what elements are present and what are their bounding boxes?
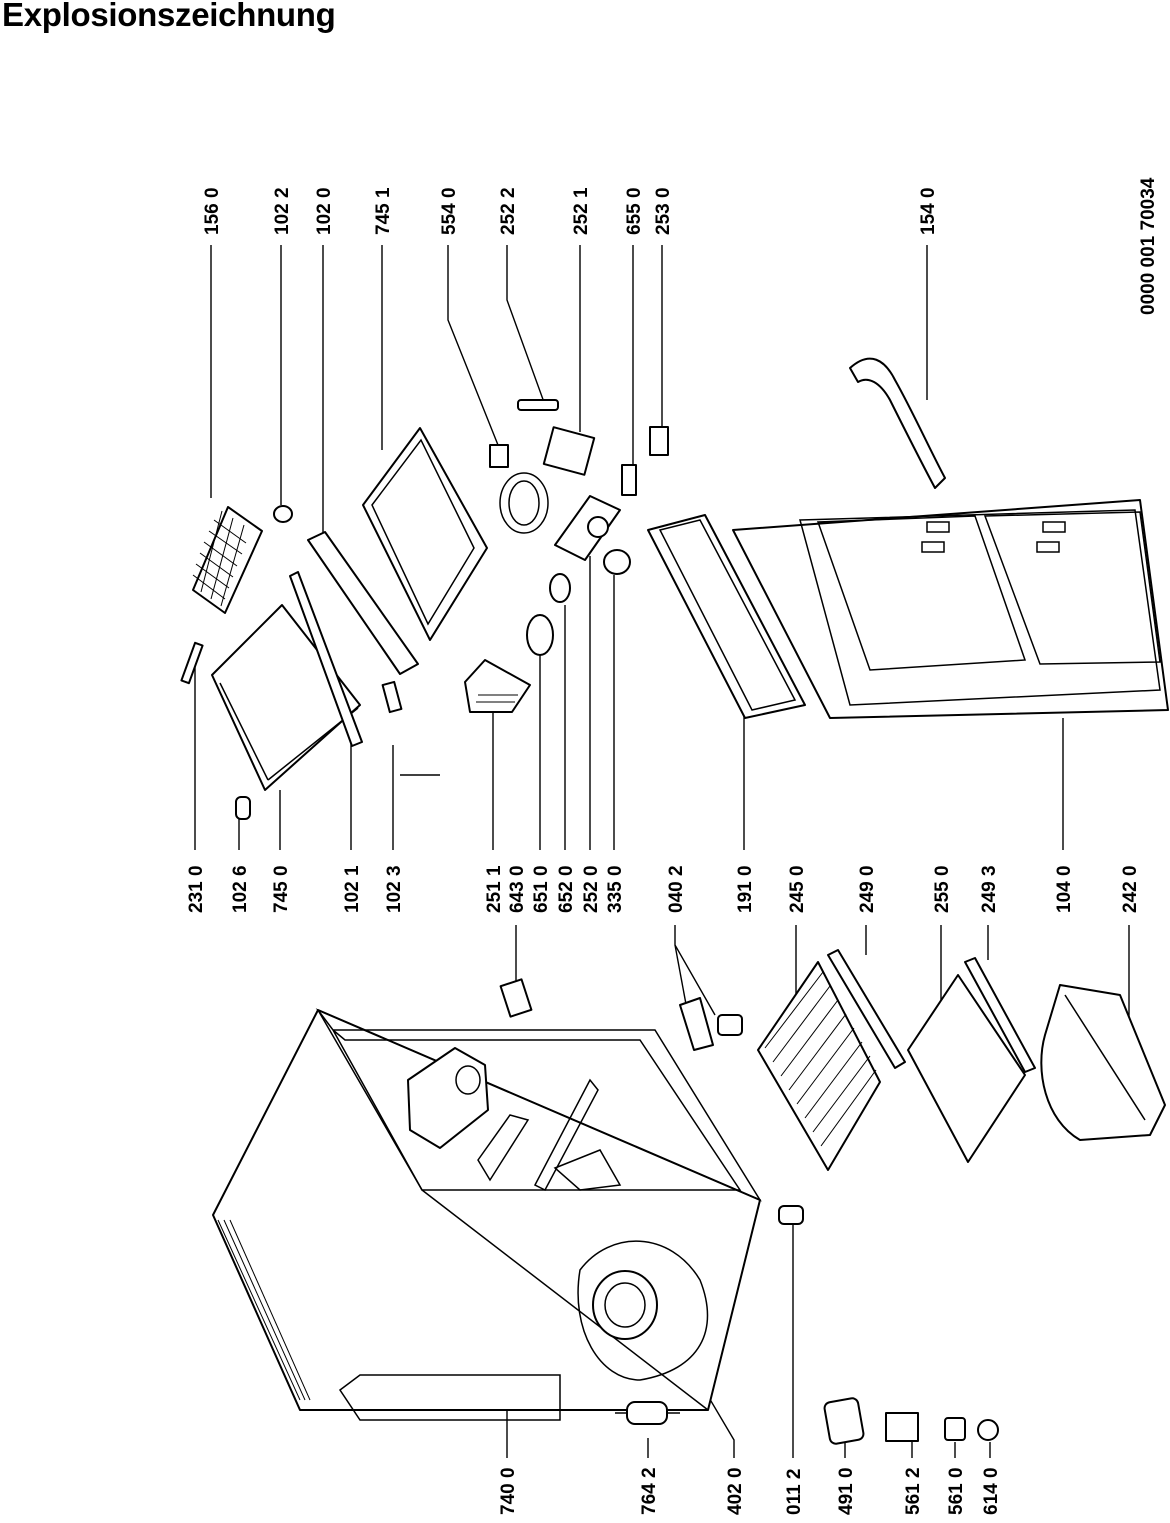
part-102-3-clip [381, 680, 403, 714]
part-252-1-holder [542, 426, 596, 476]
part-label-745-0[interactable]: 745 0 [271, 865, 292, 913]
part-label-191-0[interactable]: 191 0 [735, 865, 756, 913]
leader-lines [194, 245, 1130, 1458]
part-191-0-door-gasket [647, 514, 806, 719]
part-255-0-glass-shelf [907, 974, 1026, 1163]
part-label-745-1[interactable]: 745 1 [373, 187, 394, 235]
part-614-0-capacitor [977, 1419, 999, 1441]
part-label-102-6[interactable]: 102 6 [230, 865, 251, 913]
part-label-249-3[interactable]: 249 3 [979, 865, 1000, 913]
part-label-253-0[interactable]: 253 0 [653, 187, 674, 235]
part-label-156-0[interactable]: 156 0 [202, 187, 223, 235]
part-label-102-2[interactable]: 102 2 [272, 187, 293, 235]
middle-labels: 231 0 102 6 745 0 102 1 102 3 251 1 643 … [186, 865, 1141, 913]
part-label-251-1[interactable]: 251 1 [484, 865, 505, 913]
part-label-242-0[interactable]: 242 0 [1120, 865, 1141, 913]
part-label-252-2[interactable]: 252 2 [498, 187, 519, 235]
part-252-0-lamp-housing [554, 495, 621, 561]
part-740-0-cabinet [212, 1008, 762, 1421]
part-249-0-shelf-strip [827, 949, 906, 1069]
document-number: 0000 001 70034 [1138, 177, 1159, 315]
part-label-252-0[interactable]: 252 0 [581, 865, 602, 913]
part-label-255-0[interactable]: 255 0 [932, 865, 953, 913]
part-554-0-spring [489, 444, 549, 534]
part-249-3-shelf-strip [964, 957, 1036, 1073]
part-655-0-switch [621, 464, 637, 496]
part-label-104-0[interactable]: 104 0 [1054, 865, 1075, 913]
part-102-6-cap [235, 796, 251, 820]
part-253-0-cover [649, 426, 669, 456]
part-491-0-relay [823, 1397, 865, 1445]
part-154-0-door-handle [849, 357, 946, 489]
part-label-491-0[interactable]: 491 0 [836, 1467, 857, 1515]
part-402-0-compressor [577, 1240, 709, 1381]
part-label-231-0[interactable]: 231 0 [186, 865, 207, 913]
part-252-2-bracket [517, 399, 559, 411]
part-label-154-0[interactable]: 154 0 [918, 187, 939, 235]
part-label-740-0[interactable]: 740 0 [498, 1467, 519, 1515]
part-651-0-bulb [526, 614, 554, 656]
part-label-402-0[interactable]: 402 0 [725, 1467, 746, 1515]
bottom-labels: 740 0 764 2 402 0 011 2 491 0 561 2 561 … [498, 1467, 1002, 1515]
part-231-0-hinge [180, 641, 204, 685]
part-040-2-hinge [679, 997, 743, 1051]
part-label-561-0[interactable]: 561 0 [946, 1467, 967, 1515]
part-745-1-tray [362, 427, 488, 641]
part-652-0-socket [549, 573, 571, 603]
part-label-102-3[interactable]: 102 3 [384, 865, 405, 913]
part-104-0-door [732, 499, 1169, 719]
part-label-561-2[interactable]: 561 2 [903, 1467, 924, 1515]
part-156-0-egg-tray [192, 506, 263, 614]
part-label-245-0[interactable]: 245 0 [787, 865, 808, 913]
part-label-655-0[interactable]: 655 0 [624, 187, 645, 235]
part-102-0-shelf-strip [307, 531, 419, 675]
part-643-0-panel [499, 978, 533, 1018]
part-label-614-0[interactable]: 614 0 [981, 1467, 1002, 1515]
part-011-2-foot [778, 1205, 804, 1225]
part-102-1-bar [289, 571, 363, 747]
part-242-0-crisper-drawer [1040, 984, 1166, 1141]
part-label-554-0[interactable]: 554 0 [439, 187, 460, 235]
part-label-764-2[interactable]: 764 2 [639, 1467, 660, 1515]
part-label-011-2[interactable]: 011 2 [784, 1469, 805, 1516]
part-label-335-0[interactable]: 335 0 [605, 865, 626, 913]
part-label-102-1[interactable]: 102 1 [342, 865, 363, 913]
part-label-040-2[interactable]: 040 2 [666, 865, 687, 913]
part-335-0-thermostat-knob [603, 549, 631, 575]
part-label-252-1[interactable]: 252 1 [571, 187, 592, 235]
part-102-2-knob [273, 505, 293, 523]
part-251-1-thermostat [464, 659, 531, 713]
part-561-0-clip [944, 1417, 966, 1441]
part-label-249-0[interactable]: 249 0 [857, 865, 878, 913]
part-label-651-0[interactable]: 651 0 [531, 865, 552, 913]
part-label-102-0[interactable]: 102 0 [314, 187, 335, 235]
part-561-2-connector [885, 1412, 919, 1442]
part-label-643-0[interactable]: 643 0 [507, 865, 528, 913]
page-title: Explosionszeichnung [2, 0, 336, 33]
part-764-2-filter-drier [615, 1401, 680, 1425]
part-label-652-0[interactable]: 652 0 [556, 865, 577, 913]
top-labels: 156 0 102 2 102 0 745 1 554 0 252 2 252 … [202, 187, 939, 235]
part-245-0-wire-shelf [757, 961, 881, 1171]
